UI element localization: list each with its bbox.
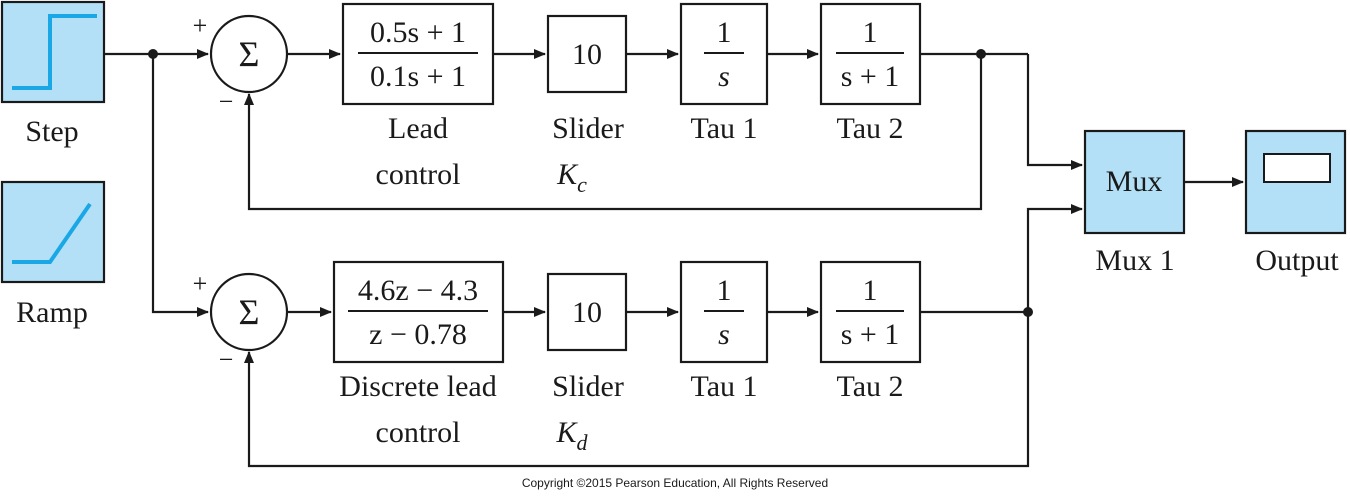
scope-icon [1263,153,1331,183]
tau1-bottom-block[interactable]: 1 s [679,260,769,364]
lead-label-2: control [376,158,461,191]
tau2-top-block[interactable]: 1 s + 1 [819,2,922,106]
tau2-bottom-den: s + 1 [841,318,900,351]
tau1-top-den: s [718,60,730,93]
lead-label-1: Lead [388,112,448,145]
tau2-bottom-block[interactable]: 1 s + 1 [819,260,922,364]
top-sum-symbol: Σ [239,34,260,74]
slider-kc-symbol: Kc [556,158,587,197]
discrete-lead-label-1: Discrete lead [339,370,496,403]
ramp-block[interactable] [0,180,106,284]
slider-kc-block[interactable]: 10 [546,14,628,94]
slider-kd-block[interactable]: 10 [546,272,628,352]
lead-control-block[interactable]: 0.5s + 1 0.1s + 1 [341,2,495,106]
top-sum-junction[interactable]: Σ [209,14,289,94]
bottom-sum-minus: − [219,345,234,374]
copyright-text: Copyright ©2015 Pearson Education, All R… [522,476,828,490]
tau1-bottom-label: Tau 1 [690,370,757,403]
top-sum-minus: − [219,87,234,116]
tau1-top-block[interactable]: 1 s [679,2,769,106]
tau2-top-label: Tau 2 [836,112,903,145]
slider-kd-gain: 10 [572,296,602,329]
discrete-lead-label-2: control [376,416,461,449]
tau1-top-num: 1 [717,16,732,49]
slider-kd-symbol: Kd [555,416,588,455]
lead-num: 0.5s + 1 [370,16,466,49]
step-icon [12,14,97,90]
output-block[interactable] [1244,129,1347,235]
bottom-loop-wiring [151,54,1244,468]
output-label: Output [1255,244,1339,277]
bottom-sum-plus: + [193,269,208,298]
tau2-top-den: s + 1 [841,60,900,93]
bottom-sum-junction[interactable]: Σ [209,272,289,352]
tau1-bottom-den: s [718,318,730,351]
mux-label: Mux 1 [1095,244,1174,277]
discrete-lead-block[interactable]: 4.6z − 4.3 z − 0.78 [332,260,505,364]
discrete-lead-den: z − 0.78 [369,318,467,351]
slider-kc-gain: 10 [572,38,602,71]
step-label: Step [25,115,78,148]
mux-text: Mux [1106,165,1163,198]
slider-kd-label: Slider [552,370,624,403]
bottom-sum-symbol: Σ [239,292,260,332]
top-sum-plus: + [193,11,208,40]
tau2-top-num: 1 [863,16,878,49]
tau1-top-label: Tau 1 [690,112,757,145]
top-loop-wiring [104,49,1083,211]
lead-den: 0.1s + 1 [370,60,466,93]
tau2-bottom-num: 1 [863,274,878,307]
mux-block[interactable]: Mux [1083,129,1186,235]
discrete-lead-num: 4.6z − 4.3 [358,274,478,307]
tau2-bottom-label: Tau 2 [836,370,903,403]
ramp-icon [12,202,92,264]
slider-kc-label: Slider [552,112,624,145]
step-block[interactable] [0,0,106,104]
tau1-bottom-num: 1 [717,274,732,307]
ramp-label: Ramp [16,296,88,329]
